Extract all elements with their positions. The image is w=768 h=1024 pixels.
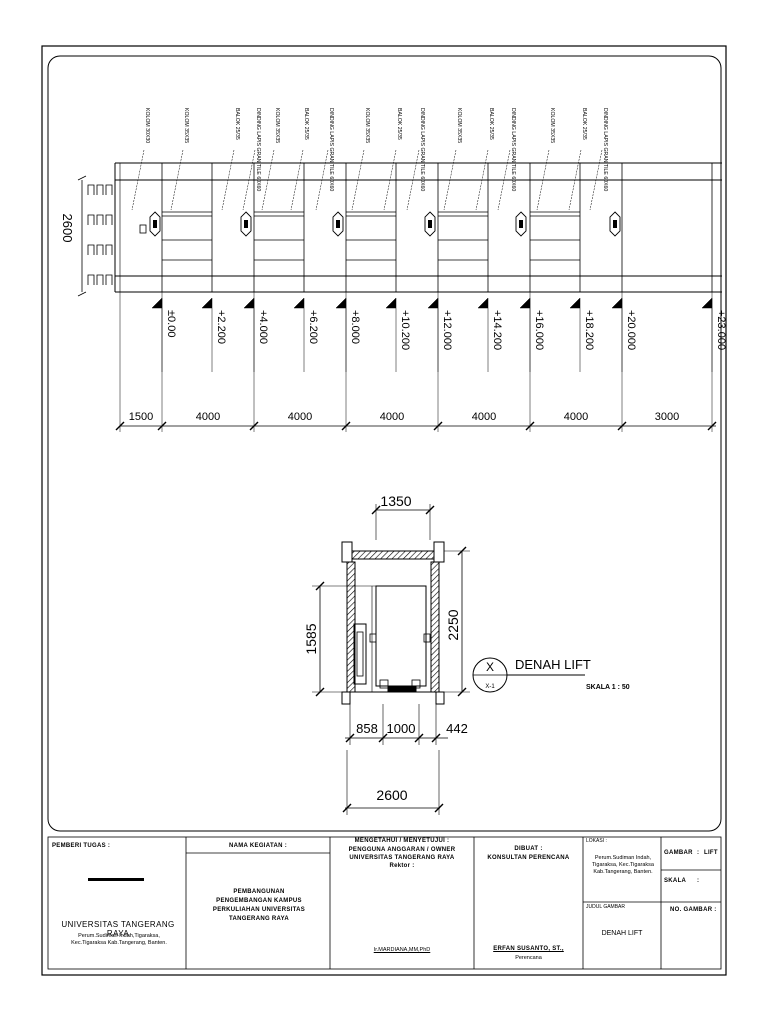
callout-label: DINDING LAPIS GRANITILE 60X60 [602,108,608,191]
skala-colon: : [697,878,700,884]
level-label: +23.000 [715,310,727,350]
dim-1350: 1350 [380,493,411,509]
perencana-role: Perencana [515,955,542,961]
callout-label: KOLOM 35X35 [456,108,462,143]
nama-kegiatan-label: NAMA KEGIATAN : [228,843,288,849]
dim-858: 858 [356,721,378,736]
plan-scale: SKALA 1 : 50 [586,684,630,691]
callout-label: BALOK 25/35 [396,108,402,140]
stair-symbols [77,175,113,297]
span-dimension-label: 3000 [655,411,679,423]
rektor-name: Ir.MARDIANA,MM,PhD [373,947,431,953]
level-label: +12.000 [441,310,453,350]
level-hex-marker [332,211,344,237]
callout-label: DINDING LAPIS GRANITILE 60X60 [328,108,334,191]
callout-label: KOLOM 35X35 [364,108,370,143]
span-dimension-label: 4000 [564,411,588,423]
dim-2600: 2600 [376,787,407,803]
level-hex-marker [515,211,527,237]
gambar-value: LIFT [704,850,718,856]
level-label: ±0.00 [165,310,177,337]
span-dimension-label: 4000 [472,411,496,423]
callout-label: BALOK 25/35 [581,108,587,140]
lift-shaft-elevation [77,162,722,297]
university-name: UNIVERSITAS TANGERANG RAYA [61,920,175,938]
gambar-colon: : [697,850,700,856]
callout-label: KOLOM 35X35 [183,108,189,143]
level-label: +18.200 [583,310,595,350]
span-dimension-label: 4000 [380,411,404,423]
column [435,691,445,705]
level-label: +6.200 [307,310,319,344]
counterweight [353,623,367,685]
lokasi-text: Perum.Sudiman Indah, Tigaraksa, Kec.Tiga… [592,855,654,875]
lift-car [375,585,427,687]
level-label: +16.000 [533,310,545,350]
plan-title: DENAH LIFT [515,657,591,672]
callout-label: KOLOM 35X35 [549,108,555,143]
section-ref: X-1 [485,684,495,690]
callout-label: BALOK 25/35 [488,108,494,140]
column [433,541,445,563]
pengguna-anggaran: PENGGUNA ANGGARAN / OWNER [348,847,456,853]
sheet-border [41,45,727,976]
level-label: +20.000 [625,310,637,350]
konsultan-label: KONSULTAN PERENCANA [487,855,570,861]
dibuat-label: DIBUAT : [514,846,543,852]
level-label: +4.000 [257,310,269,344]
elevation-callouts: KOLOM 30X30 KOLOM 35X35 BALOK 25/35 DINDING… [131,108,608,211]
span-dimension-label: 4000 [288,411,312,423]
column [341,541,353,563]
university-address: Perum.Sudiman Indah,Tigaraksa, Kec.Tigar… [71,933,167,946]
logo-mark [88,878,144,881]
callout-label: KOLOM 30X30 [144,108,150,143]
callout-label: DINDING LAPIS GRANITILE 60X60 [510,108,516,191]
span-dimension-label: 4000 [196,411,220,423]
lift-plan [312,504,585,815]
title-block-grid [47,836,722,970]
callout-label: BALOK 25/35 [234,108,240,140]
callout-label: DINDING LAPIS GRANITILE 60X60 [419,108,425,191]
dim-1585: 1585 [303,623,319,654]
dim-1000: 1000 [387,721,416,736]
no-gambar-label: NO. GAMBAR : [670,907,717,913]
dim-442: 442 [446,721,468,736]
perencana-name: ERFAN SUSANTO, ST., [493,946,564,952]
kegiatan-text: PEMBANGUNAN PENGEMBANGAN KAMPUS PERKULIA… [212,889,306,922]
university-caps: UNIVERSITAS TANGERANG RAYA [349,855,455,861]
pemberi-tugas-label: PEMBERI TUGAS : [52,843,111,849]
wall-top [351,550,435,560]
column [341,691,351,705]
lokasi-label: LOKASI : [586,838,607,844]
level-hex-marker [609,211,621,237]
span-dimension-label: 1500 [129,411,153,423]
callout-label: KOLOM 35X35 [274,108,280,143]
level-label: +2.200 [215,310,227,344]
level-hex-marker [240,211,252,237]
elevation-height-label: 2600 [60,214,75,243]
judul-text: DENAH LIFT [601,930,643,937]
mengetahui-label: MENGETAHUI / MENYETUJUI : [354,838,450,844]
level-hex-marker [149,211,161,237]
level-label: +14.200 [491,310,503,350]
level-label: +10.200 [399,310,411,350]
dim-2250: 2250 [445,609,461,640]
drawing-frame [47,55,722,832]
callout-label: DINDING LAPIS GRANITILE 60X60 [255,108,261,191]
skala-label: SKALA [664,878,687,884]
judul-label: JUDUL GAMBAR [586,904,625,910]
level-label: +8.000 [349,310,361,344]
span-dimensions: 1500 4000 4000 4000 4000 4000 3000 [115,292,717,432]
gambar-label: GAMBAR [664,850,693,856]
wall-left [346,561,356,693]
level-labels: ±0.00 +2.200 +4.000 +6.200 +8.000 +10.200 +12.… [151,297,727,372]
door-sill [387,685,417,692]
rektor-label: Rektor : [389,863,415,869]
callout-label: BALOK 25/35 [303,108,309,140]
elevation-markers [149,211,621,237]
level-hex-marker [424,211,436,237]
wall-right [430,561,440,693]
section-letter: X [486,660,494,674]
